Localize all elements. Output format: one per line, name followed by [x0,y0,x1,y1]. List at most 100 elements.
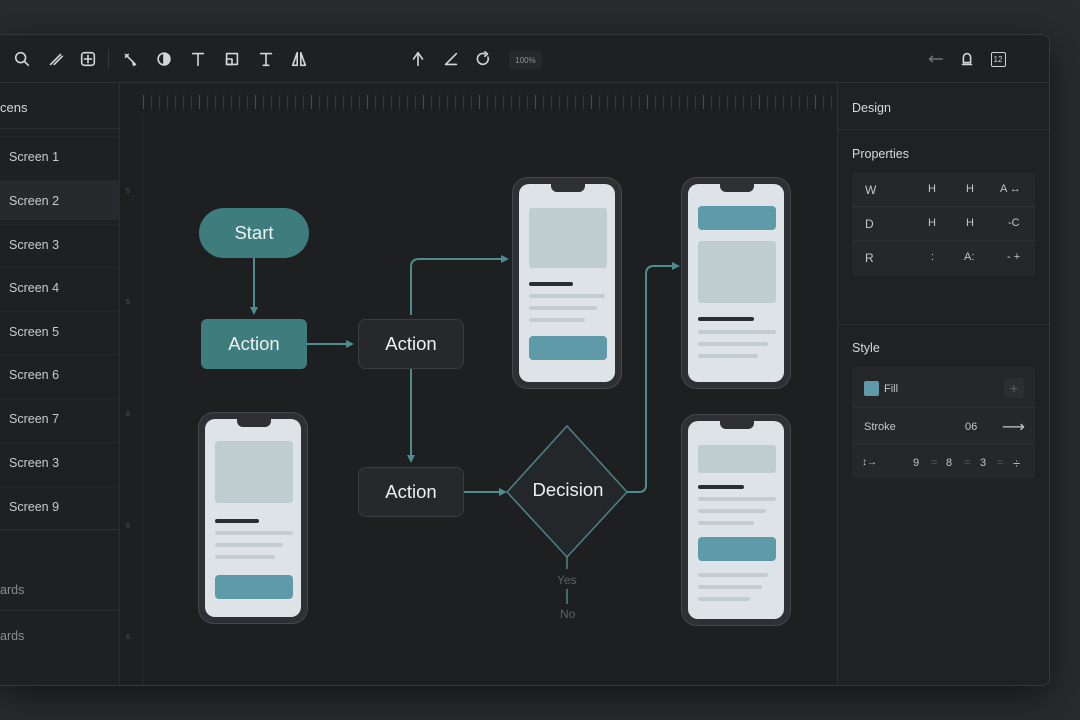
style-title: Style [852,341,880,355]
add-fill-button[interactable]: + [1004,378,1024,398]
badge-button[interactable]: 12 [987,48,1009,70]
phone-mockup-top-middle[interactable] [512,177,622,389]
fill-color-swatch[interactable] [864,381,879,396]
inspector-divider [838,324,1049,325]
sidebar-item-label: Screen 3 [9,237,60,252]
ruler-label: 6 [126,634,130,641]
sidebar-item-screen-2[interactable]: Screen 2 [0,180,119,220]
property-label: W [865,183,877,197]
phone-screen [519,184,615,382]
search-icon[interactable] [11,48,33,70]
phone-notch [237,419,271,427]
zoom-level[interactable]: 100% [509,51,542,69]
brush-icon[interactable] [119,48,141,70]
flow-action-node-3[interactable]: Action [358,467,464,517]
ruler-label: 5 [126,299,130,306]
ruler-label: 6 [126,523,130,530]
text-line-placeholder [698,497,776,501]
add-frame-icon[interactable] [77,48,99,70]
toolbar: 100% 12 [0,35,1049,83]
sidebar-divider [0,529,119,530]
sidebar-item-screen-7[interactable]: Screen 7 [0,398,119,438]
inspector-panel: Design Properties W H H A ↔ D H H -C R :… [837,83,1049,685]
ruler-label: 8 [126,411,130,418]
property-label: D [865,217,874,231]
properties-box: W H H A ↔ D H H -C R : A: - + [852,173,1035,276]
spacing-icon[interactable] [288,48,310,70]
design-canvas[interactable]: 5 5 8 6 6 Star [121,83,836,685]
spacing-icon[interactable]: ↕→ [862,457,877,468]
fill-label: Fill [884,383,899,395]
sidebar-section-boards-2[interactable]: ards [0,629,25,643]
phone-notch [551,184,585,192]
text-icon[interactable] [187,48,209,70]
style-divider [852,407,1035,408]
distribute-icon[interactable]: ÷ [1013,456,1021,471]
style-box: Fill + Stroke 06 ⟶ ↕→ 9 = 8 = 3 = ÷ [852,367,1035,479]
text-line-placeholder [698,521,754,525]
contrast-icon[interactable] [153,48,175,70]
image-placeholder [529,208,607,268]
property-field[interactable]: H [928,183,936,195]
sidebar-item-screen-8[interactable]: Screen 3 [0,442,119,482]
arrow-icon[interactable] [925,48,947,70]
design-title: Design [852,101,891,115]
pen-icon[interactable] [45,48,67,70]
spacing-value[interactable]: 3 [980,457,987,469]
phone-mockup-top-right[interactable] [681,177,791,389]
phone-mockup-bottom-right[interactable] [681,414,791,626]
property-field[interactable]: - + [1007,251,1021,263]
phone-mockup-bottom-left[interactable] [198,412,308,624]
connector-decision-phone [627,262,680,493]
stroke-arrow-icon[interactable]: ⟶ [1002,419,1025,436]
ruler-label: 5 [126,188,130,195]
button-placeholder [529,336,607,360]
sidebar-item-screen-5[interactable]: Screen 5 [0,311,119,351]
phone-notch [720,184,754,192]
sidebar-item-screen-1[interactable]: Screen 1 [0,136,119,176]
toolbar-divider [108,49,109,69]
property-field[interactable]: H [928,217,936,229]
property-field[interactable]: H [966,217,974,229]
rotate-icon[interactable] [472,48,494,70]
badge-count: 12 [990,51,1006,67]
stroke-width-field[interactable]: 06 [965,421,978,433]
text-line-placeholder [698,354,758,358]
text-alt-icon[interactable] [255,48,277,70]
flow-action-node-2[interactable]: Action [358,319,464,369]
sidebar-item-screen-4[interactable]: Screen 4 [0,267,119,307]
crop-icon[interactable] [221,48,243,70]
branch-no-label: No [560,607,576,621]
text-line-placeholder [215,555,275,559]
text-line-placeholder [698,585,762,589]
sidebar-title: cens [0,100,28,115]
sidebar-section-boards[interactable]: ards [0,583,25,597]
spacing-value[interactable]: 9 [913,457,920,469]
sidebar-item-screen-3[interactable]: Screen 3 [0,224,119,264]
text-line-placeholder [215,531,293,535]
bell-icon[interactable] [956,48,978,70]
sidebar-item-label: Screen 6 [9,367,60,382]
text-line-placeholder [698,342,768,346]
property-field[interactable]: A: [964,251,975,263]
property-field[interactable]: H [966,183,974,195]
flow-action-node-1[interactable]: Action [201,319,307,369]
sidebar-divider [0,128,119,129]
sidebar-item-label: Screen 7 [9,411,60,426]
flow-start-node[interactable]: Start [199,208,309,258]
spacing-value[interactable]: 8 [946,457,953,469]
property-field[interactable]: : [931,251,935,263]
property-field[interactable]: A ↔ [1000,183,1021,195]
button-placeholder [698,206,776,230]
sidebar-item-screen-9[interactable]: Screen 9 [0,486,119,526]
text-line-placeholder [698,597,750,601]
text-line-placeholder [529,318,585,322]
pointer-icon[interactable] [407,48,429,70]
phone-screen [688,184,784,382]
text-line-placeholder [698,573,768,577]
line-icon[interactable] [440,48,462,70]
flow-connectors [250,255,680,604]
sidebar-item-screen-6[interactable]: Screen 6 [0,354,119,394]
property-field[interactable]: -C [1008,217,1020,229]
flow-decision-label[interactable]: Decision [532,479,604,500]
